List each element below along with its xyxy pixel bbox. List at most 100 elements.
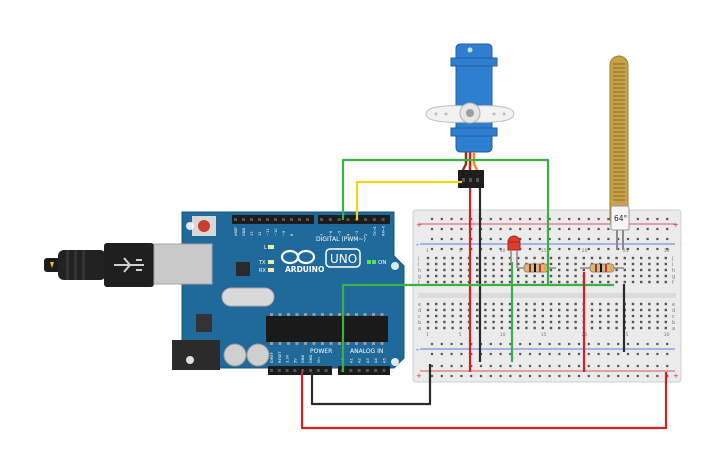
rail-minus-label-bl: - bbox=[416, 345, 419, 354]
resistor-led[interactable] bbox=[517, 263, 556, 273]
digital-pin-label-6: ~9 bbox=[282, 230, 286, 236]
breadboard-center-channel bbox=[418, 293, 676, 298]
arduino-logo-text: ARDUINO bbox=[285, 265, 324, 274]
row-letter-j-l: j bbox=[417, 256, 419, 262]
tx-led-label: TX bbox=[258, 260, 266, 266]
on-led bbox=[367, 260, 371, 264]
digital-pin-label-11: 4 bbox=[346, 233, 350, 236]
servo-wire-brown bbox=[460, 152, 468, 173]
digital-pin-label-7: 8 bbox=[290, 233, 294, 236]
row-letter-a-r: a bbox=[672, 326, 675, 332]
row-letter-b-r: b bbox=[672, 320, 675, 326]
flex-sensor-stripes bbox=[613, 63, 625, 201]
flex-sensor-strip bbox=[609, 55, 629, 229]
rail-minus-label-tl: - bbox=[416, 240, 419, 249]
digital-pin-label-14: TX→1 bbox=[373, 226, 377, 237]
power-header-label: POWER bbox=[310, 348, 332, 355]
voltage-regulator bbox=[196, 314, 212, 332]
wire-black-gnd[interactable] bbox=[310, 364, 432, 406]
row-letter-c-l: c bbox=[418, 314, 421, 320]
digital-pin-label-4: ~11 bbox=[266, 228, 270, 236]
flex-sensor[interactable]: 64° bbox=[609, 55, 630, 250]
row-letter-d-r: d bbox=[672, 308, 675, 314]
row-letter-e-l: e bbox=[418, 302, 421, 308]
digital-header-label: DIGITAL (PWM~) bbox=[316, 236, 366, 243]
row-letter-d-l: d bbox=[418, 308, 421, 314]
power-pin-label-6: Vin bbox=[317, 357, 321, 363]
row-letter-g-l: g bbox=[418, 274, 421, 280]
column-number-10-bottom: 10 bbox=[500, 332, 506, 338]
row-letter-h-l: h bbox=[418, 268, 421, 274]
wires bbox=[300, 158, 668, 430]
analog-pin-label-1: A1 bbox=[349, 358, 353, 363]
column-number-30-top: 30 bbox=[664, 248, 670, 254]
crystal-oscillator bbox=[221, 287, 275, 307]
row-letter-f-r: f bbox=[672, 280, 674, 286]
capacitor-1 bbox=[223, 343, 247, 367]
on-label: ON bbox=[378, 260, 386, 266]
column-number-5-top: 5 bbox=[459, 248, 462, 254]
usb-symbol-icon bbox=[114, 257, 144, 273]
wire-green-analog[interactable] bbox=[341, 283, 614, 372]
digital-pin-label-0: AREF bbox=[234, 227, 238, 236]
power-pin-label-0: IOREF bbox=[270, 352, 274, 363]
row-letter-i-r: i bbox=[672, 262, 673, 268]
rail-plus-label-tr: + bbox=[673, 221, 679, 229]
analog-pin-label-3: A3 bbox=[366, 358, 370, 363]
atmega-chip bbox=[266, 316, 388, 342]
digital-pin-label-2: 13 bbox=[250, 231, 254, 236]
wire-green-servo[interactable] bbox=[341, 158, 550, 286]
rx-led bbox=[268, 268, 274, 272]
header-power bbox=[268, 366, 332, 375]
uno-text: UNO bbox=[330, 252, 357, 266]
row-letter-a-l: a bbox=[418, 326, 421, 332]
row-letter-e-r: e bbox=[672, 302, 675, 308]
header-analog bbox=[338, 366, 390, 375]
row-letter-g-r: g bbox=[672, 274, 675, 280]
column-number-30-bottom: 30 bbox=[664, 332, 670, 338]
row-letter-h-r: h bbox=[672, 268, 675, 274]
analog-pin-label-4: A4 bbox=[374, 358, 378, 363]
resistor-flex[interactable] bbox=[580, 263, 624, 273]
wire-red-5v[interactable] bbox=[300, 372, 668, 430]
capacitor-2 bbox=[246, 343, 270, 367]
on-led-2 bbox=[372, 260, 376, 264]
rail-plus-label-tl: + bbox=[416, 221, 422, 229]
power-pin-label-1: RESET bbox=[278, 351, 282, 363]
flex-sensor-value-box bbox=[610, 205, 630, 231]
column-number-15-bottom: 15 bbox=[541, 332, 547, 338]
flex-sensor-value: 64° bbox=[614, 214, 628, 223]
column-number-1-top: 1 bbox=[426, 248, 429, 254]
arduino-uno-board[interactable]: ARDUINO UNO ON L TX RX DIGITAL (PWM~) PO… bbox=[44, 211, 405, 375]
atmega-chip-pins bbox=[270, 313, 384, 345]
arduino-logo: ARDUINO UNO bbox=[280, 248, 361, 274]
rx-led-label: RX bbox=[259, 268, 266, 274]
reset-button-cap[interactable] bbox=[198, 220, 210, 232]
column-number-1-bottom: 1 bbox=[426, 332, 429, 338]
red-led[interactable] bbox=[507, 235, 521, 268]
row-letter-f-l: f bbox=[418, 280, 420, 286]
power-pin-label-2: 3.3V bbox=[286, 354, 290, 363]
digital-pin-label-3: 12 bbox=[258, 231, 262, 236]
l-led bbox=[268, 245, 274, 249]
header-digital-right bbox=[318, 215, 390, 224]
digital-pin-label-15: RX←0 bbox=[382, 225, 386, 236]
tx-led bbox=[268, 260, 274, 264]
digital-pin-label-1: GND bbox=[242, 228, 246, 236]
column-number-15-top: 15 bbox=[541, 248, 547, 254]
power-pin-label-4: GND bbox=[301, 355, 305, 363]
wire-yellow-signal[interactable] bbox=[355, 180, 462, 220]
power-pin-label-3: 5V bbox=[293, 358, 297, 363]
header-digital-left bbox=[232, 215, 314, 224]
usb-lightning-icon bbox=[50, 262, 54, 268]
digital-pin-label-9: ~6 bbox=[329, 230, 333, 236]
row-letter-c-r: c bbox=[672, 314, 675, 320]
analog-header-label: ANALOG IN bbox=[350, 348, 383, 355]
digital-pin-label-13: 2 bbox=[364, 234, 368, 236]
servo-motor[interactable] bbox=[425, 43, 515, 188]
analog-pin-label-5: A5 bbox=[383, 358, 387, 363]
